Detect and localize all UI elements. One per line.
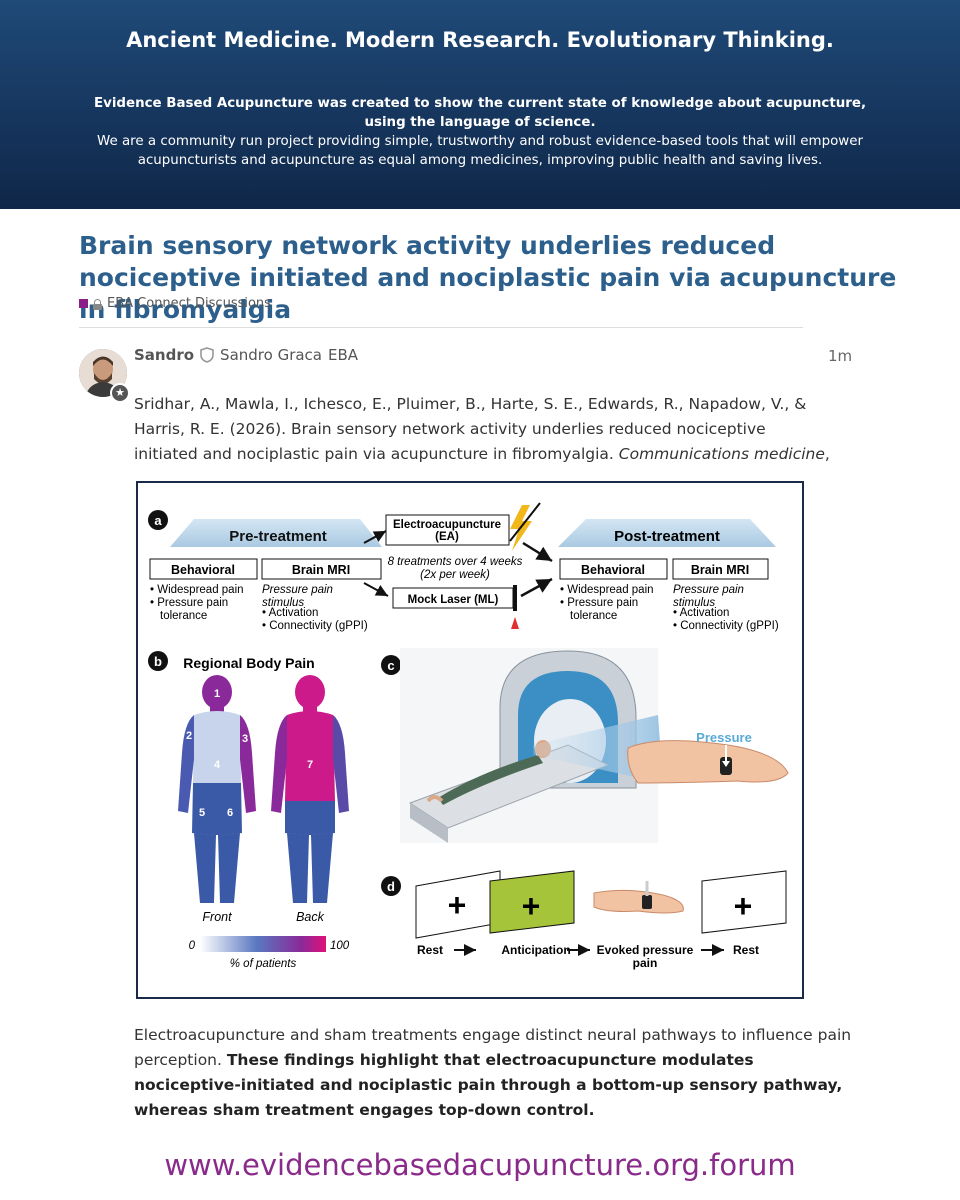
anticipation-plus: + [522, 888, 541, 924]
post-mri-3: • Activation [673, 607, 729, 619]
panel-a: a Pre-treatment Behavioral Brain MRI • W… [148, 502, 779, 632]
summary-plain: Electroacupuncture and sham treatments e… [134, 1026, 852, 1069]
intro-line-2: acupuncturists and acupuncture as equal … [137, 153, 823, 168]
panel-c: c Pressure [381, 648, 789, 843]
post-beh-1: • Widespread pain [560, 584, 654, 596]
pre-beh-3: tolerance [160, 610, 207, 622]
panel-b: b Regional Body Pain 1 2 3 4 5 6 Front [148, 651, 350, 970]
category-breadcrumb[interactable]: EBA Connect Discussions [79, 296, 271, 311]
category-color-badge [79, 299, 88, 308]
pre-brain-mri-label: Brain MRI [292, 563, 350, 577]
region-label-1: 1 [214, 688, 220, 700]
rest-label-2: Rest [733, 943, 759, 957]
summary-bold: These findings highlight that electroacu… [134, 1051, 843, 1119]
panel-d: d + + + Rest Anticipation Evoked pressur… [381, 870, 787, 970]
post-summary: Electroacupuncture and sham treatments e… [134, 1023, 854, 1123]
intro-line-1: We are a community run project providing… [97, 134, 863, 149]
front-body-figure: 1 2 3 4 5 6 [178, 675, 256, 903]
region-label-5: 5 [199, 807, 205, 819]
ea-label-1: Electroacupuncture [393, 519, 501, 531]
pressure-label: Pressure [696, 730, 752, 745]
panel-d-label: d [387, 879, 395, 894]
citation-text: Sridhar, A., Mawla, I., Ichesco, E., Plu… [134, 392, 834, 467]
pre-beh-1: • Widespread pain [150, 584, 244, 596]
citation-body: Sridhar, A., Mawla, I., Ichesco, E., Plu… [134, 395, 807, 463]
lock-icon [93, 298, 102, 310]
panel-a-label: a [154, 513, 162, 528]
post-mri-1: Pressure pain [673, 584, 744, 596]
laser-beam-icon [511, 617, 519, 629]
pre-treatment-label: Pre-treatment [229, 528, 327, 545]
back-label: Back [296, 910, 325, 924]
scale-max: 100 [330, 940, 350, 952]
header-banner: Ancient Medicine. Modern Research. Evolu… [0, 0, 960, 209]
treatments-label-1: 8 treatments over 4 weeks [388, 556, 523, 568]
pre-beh-2: • Pressure pain [150, 597, 228, 609]
treatments-label-2: (2x per week) [420, 569, 490, 581]
shield-icon [200, 347, 214, 363]
star-badge-icon: ★ [110, 383, 130, 403]
region-label-7: 7 [307, 759, 313, 771]
banner-intro: Evidence Based Acupuncture was created t… [60, 94, 900, 170]
pct-patients-label: % of patients [230, 958, 297, 970]
divider [79, 327, 803, 328]
mri-scanner-illustration [400, 648, 658, 843]
region-label-2: 2 [186, 730, 192, 742]
post-mri-2: stimulus [673, 597, 715, 609]
pre-mri-3: • Activation [262, 607, 318, 619]
rest-plus-2: + [734, 888, 753, 924]
hand-pressure-illustration [627, 740, 789, 784]
pre-mri-1: Pressure pain [262, 584, 333, 596]
journal-name: Communications medicine [618, 445, 825, 463]
region-label-4: 4 [214, 759, 221, 771]
panel-b-label: b [154, 654, 162, 669]
finger-pressure-illustration [593, 881, 684, 914]
back-body-figure: 7 [271, 675, 349, 903]
post-behavioral-label: Behavioral [581, 563, 645, 577]
region-label-3: 3 [242, 733, 248, 745]
user-title: EBA [328, 346, 359, 364]
intro-bold-line-2: using the language of science. [364, 115, 596, 130]
panel-c-label: c [387, 658, 394, 673]
rest-plus-1: + [448, 887, 467, 923]
topic-title[interactable]: Brain sensory network activity underlies… [79, 231, 897, 324]
journal-suffix: , [824, 445, 830, 463]
regional-body-pain-title: Regional Body Pain [183, 655, 314, 671]
front-label: Front [202, 910, 232, 924]
study-figure[interactable]: a Pre-treatment Behavioral Brain MRI • W… [136, 481, 804, 999]
post-mri-4: • Connectivity (gPPI) [673, 620, 779, 632]
rest-label-1: Rest [417, 943, 443, 957]
ea-label-2: (EA) [435, 531, 459, 543]
pre-behavioral-label: Behavioral [171, 563, 235, 577]
scale-min: 0 [189, 940, 196, 952]
pre-mri-4: • Connectivity (gPPI) [262, 620, 368, 632]
region-label-6: 6 [227, 807, 233, 819]
post-author: Sandro Sandro Graca EBA [134, 346, 358, 364]
evoked-label-1: Evoked pressure [597, 943, 694, 957]
pain-scale-bar [200, 936, 326, 952]
full-name[interactable]: Sandro Graca [220, 346, 322, 364]
footer-url[interactable]: www.evidencebasedacupuncture.org.forum [164, 1148, 796, 1182]
post-treatment-label: Post-treatment [614, 528, 720, 545]
pre-mri-2: stimulus [262, 597, 304, 609]
post-time[interactable]: 1m [828, 347, 853, 365]
post-beh-3: tolerance [570, 610, 617, 622]
anticipation-label: Anticipation [501, 943, 570, 957]
post-brain-mri-label: Brain MRI [691, 563, 749, 577]
category-label[interactable]: EBA Connect Discussions [107, 296, 271, 311]
evoked-label-2: pain [633, 956, 658, 970]
intro-bold-line-1: Evidence Based Acupuncture was created t… [93, 96, 867, 111]
username[interactable]: Sandro [134, 346, 195, 364]
banner-tagline: Ancient Medicine. Modern Research. Evolu… [126, 28, 834, 52]
post-beh-2: • Pressure pain [560, 597, 638, 609]
mock-laser-label: Mock Laser (ML) [408, 594, 499, 606]
